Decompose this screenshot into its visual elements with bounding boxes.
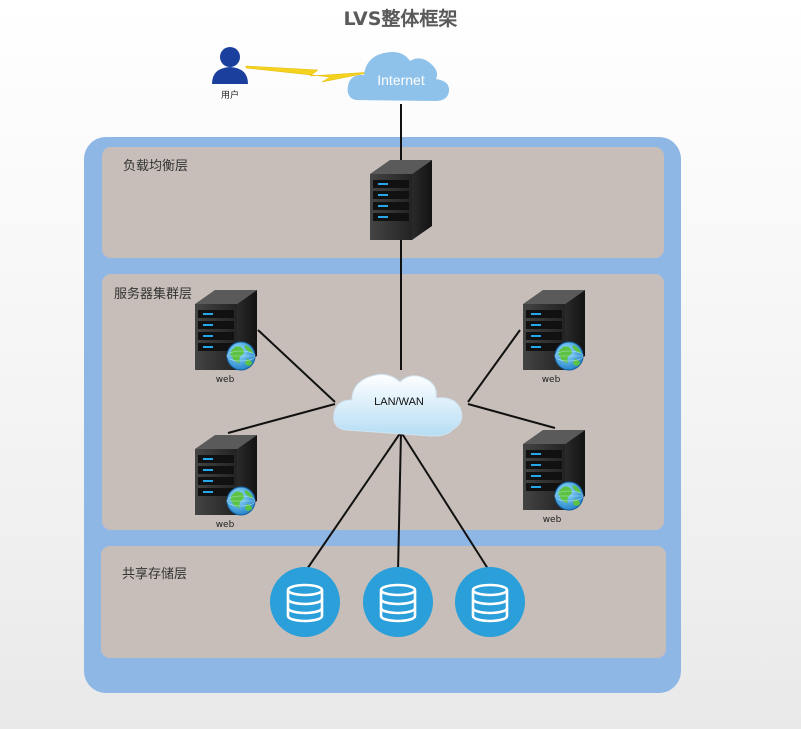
layer-label-server-cluster: 服务器集群层 bbox=[114, 287, 193, 302]
web-server-label: web bbox=[215, 375, 235, 385]
lan-wan-label: LAN/WAN bbox=[374, 396, 424, 408]
web-server-label: web bbox=[541, 375, 561, 385]
database-icon bbox=[453, 565, 527, 639]
database-icon bbox=[361, 565, 435, 639]
layer-label-shared-storage: 共享存储层 bbox=[122, 567, 188, 582]
cloud-icon bbox=[333, 374, 463, 437]
web-server-label: web bbox=[215, 520, 235, 530]
globe-icon bbox=[226, 486, 256, 516]
globe-icon bbox=[554, 341, 584, 371]
database-icon bbox=[268, 565, 342, 639]
page-title: LVS整体框架 bbox=[343, 8, 458, 30]
lightning-icon bbox=[245, 65, 373, 83]
web-server-label: web bbox=[542, 515, 562, 525]
layer-label-load-balance: 负载均衡层 bbox=[123, 159, 189, 174]
cloud-icon bbox=[347, 52, 450, 101]
connection-lines bbox=[227, 104, 556, 573]
internet-label: Internet bbox=[377, 72, 425, 88]
server-icon bbox=[370, 160, 432, 240]
user-icon bbox=[212, 47, 248, 84]
globe-icon bbox=[226, 341, 256, 371]
globe-icon bbox=[554, 481, 584, 511]
user-label: 用户 bbox=[220, 91, 239, 101]
